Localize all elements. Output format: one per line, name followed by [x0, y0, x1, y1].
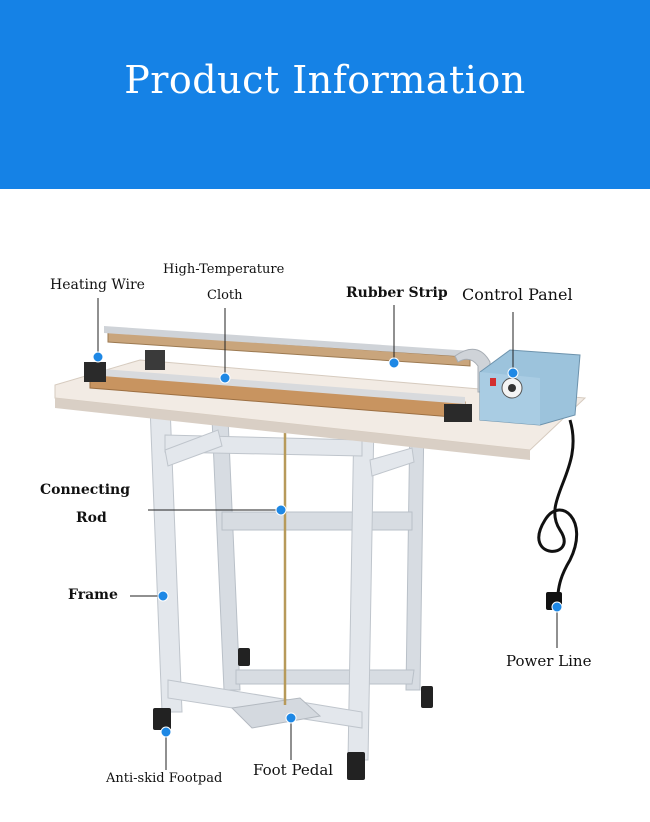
- power-line-marker-dot: [551, 601, 563, 613]
- callout-lines: [97, 298, 558, 770]
- connecting-rod-label-line2: Rod: [76, 510, 107, 526]
- header-banner: Product Information: [0, 0, 650, 189]
- sealer-machine-illustration: [54, 326, 587, 780]
- high-temperature-cloth-label-line1: High-Temperature: [163, 262, 285, 277]
- high-temperature-cloth-label-line2: Cloth: [207, 288, 243, 303]
- connecting-rod-marker-dot: [275, 504, 287, 516]
- control-panel-marker-dot: [507, 367, 519, 379]
- frame-label: Frame: [68, 587, 118, 603]
- control-panel-label: Control Panel: [462, 285, 573, 304]
- cloth-marker-dot: [219, 372, 231, 384]
- rubber-strip-label: Rubber Strip: [346, 285, 448, 301]
- foot-pedal-marker-dot: [285, 712, 297, 724]
- page-title: Product Information: [124, 58, 526, 102]
- foot-pedal-label: Foot Pedal: [253, 761, 334, 779]
- power-line-label: Power Line: [506, 652, 592, 670]
- heating-wire-label: Heating Wire: [50, 277, 145, 293]
- anti-skid-footpad-label: Anti-skid Footpad: [106, 771, 223, 786]
- rubber-strip-marker-dot: [388, 357, 400, 369]
- heating-wire-marker-dot: [92, 351, 104, 363]
- anti-skid-footpad-marker-dot: [160, 726, 172, 738]
- product-diagram: [54, 298, 587, 780]
- frame-marker-dot: [157, 590, 169, 602]
- connecting-rod-label-line1: Connecting: [40, 482, 131, 498]
